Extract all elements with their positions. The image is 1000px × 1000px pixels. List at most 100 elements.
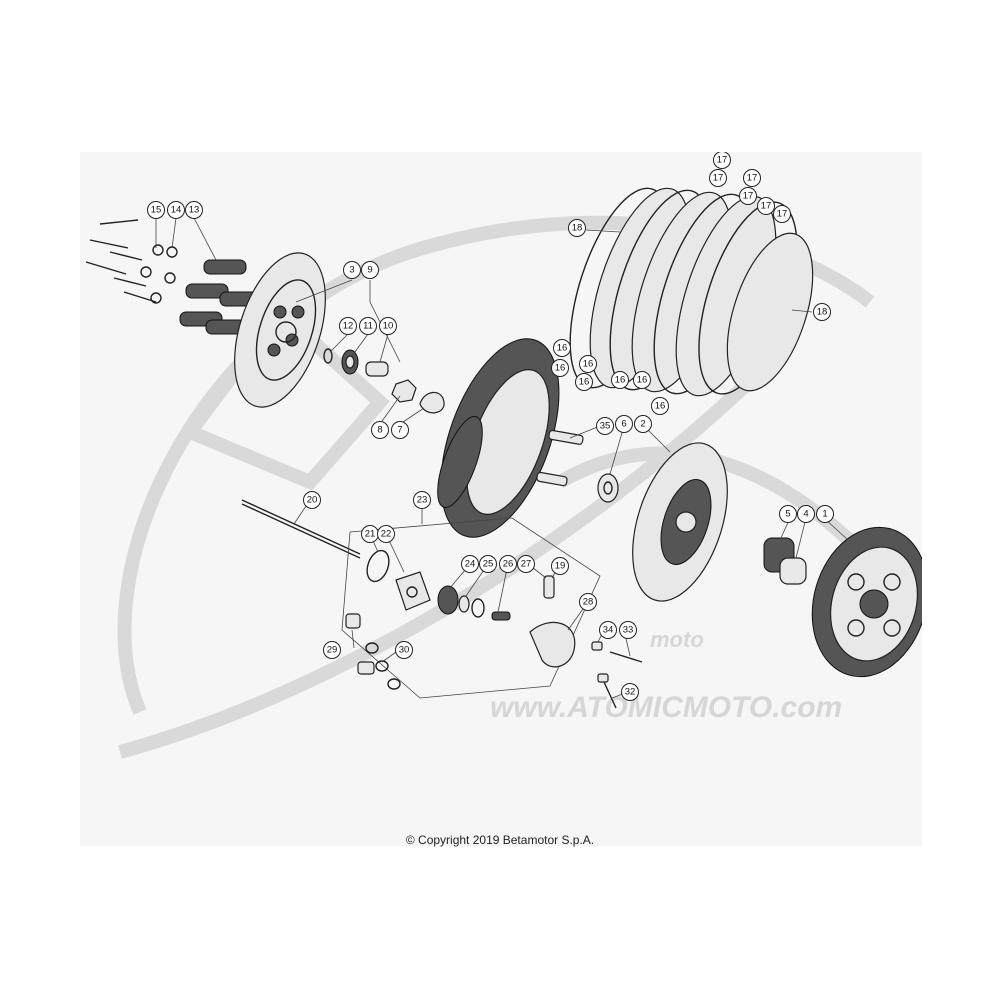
- callout-15: 15: [147, 201, 165, 219]
- svg-text:16: 16: [615, 375, 626, 386]
- release-bearing-group: [323, 348, 389, 377]
- svg-text:17: 17: [743, 191, 754, 202]
- callout-10: 10: [379, 317, 397, 335]
- clutch-basket-inner: [632, 442, 728, 602]
- svg-text:34: 34: [603, 625, 614, 636]
- callout-16: 16: [611, 371, 629, 389]
- callout-28: 28: [579, 593, 597, 611]
- callout-27: 27: [517, 555, 535, 573]
- callout-9: 9: [361, 261, 379, 279]
- svg-text:16: 16: [557, 343, 568, 354]
- callout-16: 16: [651, 397, 669, 415]
- pressure-plate-bolts: [85, 219, 178, 304]
- callout-4: 4: [797, 505, 815, 523]
- callout-17: 17: [757, 197, 775, 215]
- svg-text:30: 30: [399, 645, 410, 656]
- clutch-exploded-diagram: moto www.ATOMICMOTO.com: [85, 152, 922, 759]
- callout-20: 20: [303, 491, 321, 509]
- callout-17: 17: [739, 187, 757, 205]
- callout-16: 16: [633, 371, 651, 389]
- callout-16: 16: [553, 339, 571, 357]
- callout-32: 32: [621, 683, 639, 701]
- callout-17: 17: [773, 205, 791, 223]
- callout-16: 16: [575, 373, 593, 391]
- svg-text:33: 33: [623, 625, 634, 636]
- svg-text:13: 13: [189, 205, 200, 216]
- svg-text:23: 23: [417, 495, 428, 506]
- svg-text:4: 4: [803, 509, 808, 520]
- svg-text:28: 28: [583, 597, 594, 608]
- callout-13: 13: [185, 201, 203, 219]
- callout-25: 25: [479, 555, 497, 573]
- callout-5: 5: [779, 505, 797, 523]
- svg-text:18: 18: [572, 223, 583, 234]
- svg-text:25: 25: [483, 559, 494, 570]
- svg-text:8: 8: [377, 425, 382, 436]
- callout-17: 17: [743, 169, 761, 187]
- callout-19: 19: [551, 557, 569, 575]
- callout-33: 33: [619, 621, 637, 639]
- watermark-brand: moto: [650, 627, 704, 652]
- clutch-pins: [536, 429, 584, 487]
- slave-cylinder-body: [529, 621, 576, 668]
- svg-text:17: 17: [761, 201, 772, 212]
- svg-text:16: 16: [583, 359, 594, 370]
- svg-text:17: 17: [747, 173, 758, 184]
- svg-text:5: 5: [785, 509, 790, 520]
- callout-11: 11: [359, 317, 377, 335]
- bushing: [779, 557, 807, 585]
- svg-text:7: 7: [397, 425, 402, 436]
- callout-3: 3: [343, 261, 361, 279]
- svg-text:1: 1: [822, 509, 827, 520]
- callout-22: 22: [377, 525, 395, 543]
- callout-1: 1: [816, 505, 834, 523]
- callout-12: 12: [339, 317, 357, 335]
- callout-7: 7: [391, 421, 409, 439]
- o-ring: [366, 549, 390, 583]
- svg-text:29: 29: [327, 645, 338, 656]
- svg-text:16: 16: [655, 401, 666, 412]
- callout-34: 34: [599, 621, 617, 639]
- callout-6: 6: [615, 415, 633, 433]
- callout-23: 23: [413, 491, 431, 509]
- banjo-fitting: [345, 613, 401, 690]
- callout-24: 24: [461, 555, 479, 573]
- callout-2: 2: [634, 415, 652, 433]
- clutch-center-hub: [437, 338, 560, 538]
- svg-text:18: 18: [817, 307, 828, 318]
- bleeder-valve: [543, 575, 555, 599]
- svg-text:14: 14: [171, 205, 182, 216]
- callout-35: 35: [596, 417, 614, 435]
- svg-text:6: 6: [621, 419, 626, 430]
- pressure-plate: [234, 252, 326, 408]
- callout-17: 17: [713, 152, 731, 169]
- svg-text:17: 17: [777, 209, 788, 220]
- svg-text:9: 9: [367, 265, 372, 276]
- copyright-notice: © Copyright 2019 Betamotor S.p.A.: [405, 833, 595, 847]
- svg-text:19: 19: [555, 561, 566, 572]
- slave-cylinder-bolts: [591, 641, 643, 709]
- svg-text:22: 22: [381, 529, 392, 540]
- svg-text:20: 20: [307, 495, 318, 506]
- thrust-washer: [597, 473, 619, 503]
- svg-text:21: 21: [365, 529, 376, 540]
- svg-text:16: 16: [555, 363, 566, 374]
- svg-text:26: 26: [503, 559, 514, 570]
- svg-text:11: 11: [363, 321, 373, 332]
- callout-14: 14: [167, 201, 185, 219]
- callout-18: 18: [813, 303, 831, 321]
- clutch-springs: [179, 259, 261, 335]
- push-rod: [241, 499, 361, 559]
- primary-driven-gear: [811, 526, 922, 678]
- svg-text:32: 32: [625, 687, 636, 698]
- svg-text:16: 16: [579, 377, 590, 388]
- svg-text:17: 17: [713, 173, 724, 184]
- hub-nut-washer: [391, 379, 445, 414]
- svg-text:12: 12: [343, 321, 354, 332]
- slave-piston: [437, 585, 511, 621]
- callout-8: 8: [371, 421, 389, 439]
- gasket-plate: [395, 571, 431, 611]
- callout-21: 21: [361, 525, 379, 543]
- svg-text:15: 15: [151, 205, 162, 216]
- svg-text:10: 10: [383, 321, 394, 332]
